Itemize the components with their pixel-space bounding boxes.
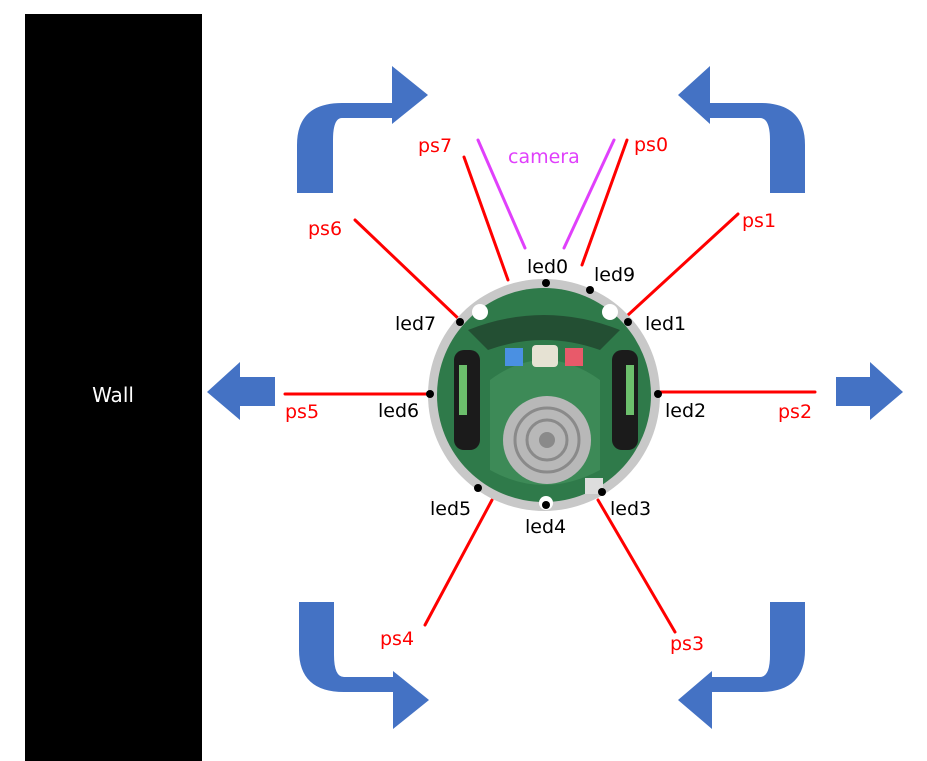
curved-arrow-top-left: [297, 66, 428, 193]
ps4-label: ps4: [380, 628, 414, 650]
led9-label: led9: [594, 264, 635, 286]
robot-board-right: [612, 350, 638, 450]
ps6-label: ps6: [308, 218, 342, 240]
led1-label: led1: [645, 313, 686, 335]
wall-label: Wall: [92, 383, 134, 407]
robot-body: [428, 279, 660, 511]
led7-label: led7: [395, 313, 436, 335]
ps3-ray: [596, 498, 677, 634]
led2-label: led2: [665, 400, 706, 422]
ps6-ray: [353, 218, 464, 324]
ps1-ray: [626, 212, 740, 317]
ps0-label: ps0: [634, 134, 668, 156]
curved-arrow-bottom-right: [678, 602, 805, 729]
ps7-ray: [462, 155, 510, 282]
led4-label: led4: [525, 516, 566, 538]
camera-label: camera: [508, 146, 580, 168]
led4-dot: [542, 501, 550, 509]
robot-selector: [532, 345, 558, 367]
ps7-label: ps7: [418, 135, 452, 157]
led3-dot: [598, 488, 606, 496]
led0-label: led0: [527, 256, 568, 278]
led2-dot: [654, 390, 662, 398]
ps1-label: ps1: [742, 210, 776, 232]
led6-dot: [426, 390, 434, 398]
robot-top-plate: [468, 315, 620, 350]
led0-dot: [542, 279, 550, 287]
led1-dot: [624, 318, 632, 326]
curved-arrow-bottom-left: [299, 602, 429, 729]
arrow-right: [836, 362, 903, 420]
led6-label: led6: [378, 400, 419, 422]
led5-label: led5: [430, 498, 471, 520]
camera-ray-right: [562, 138, 616, 250]
ps5-label: ps5: [285, 401, 319, 423]
camera-ray-left: [476, 138, 527, 250]
wall: [25, 14, 202, 761]
led7-dot: [456, 318, 464, 326]
arrow-left: [207, 362, 275, 420]
ps0-ray: [580, 138, 629, 267]
ps2-label: ps2: [778, 401, 812, 423]
led9-dot: [586, 286, 594, 294]
curved-arrow-top-right: [678, 66, 805, 193]
led5-dot: [474, 484, 482, 492]
ps4-ray: [423, 498, 494, 627]
led3-label: led3: [610, 498, 651, 520]
ps3-label: ps3: [670, 633, 704, 655]
